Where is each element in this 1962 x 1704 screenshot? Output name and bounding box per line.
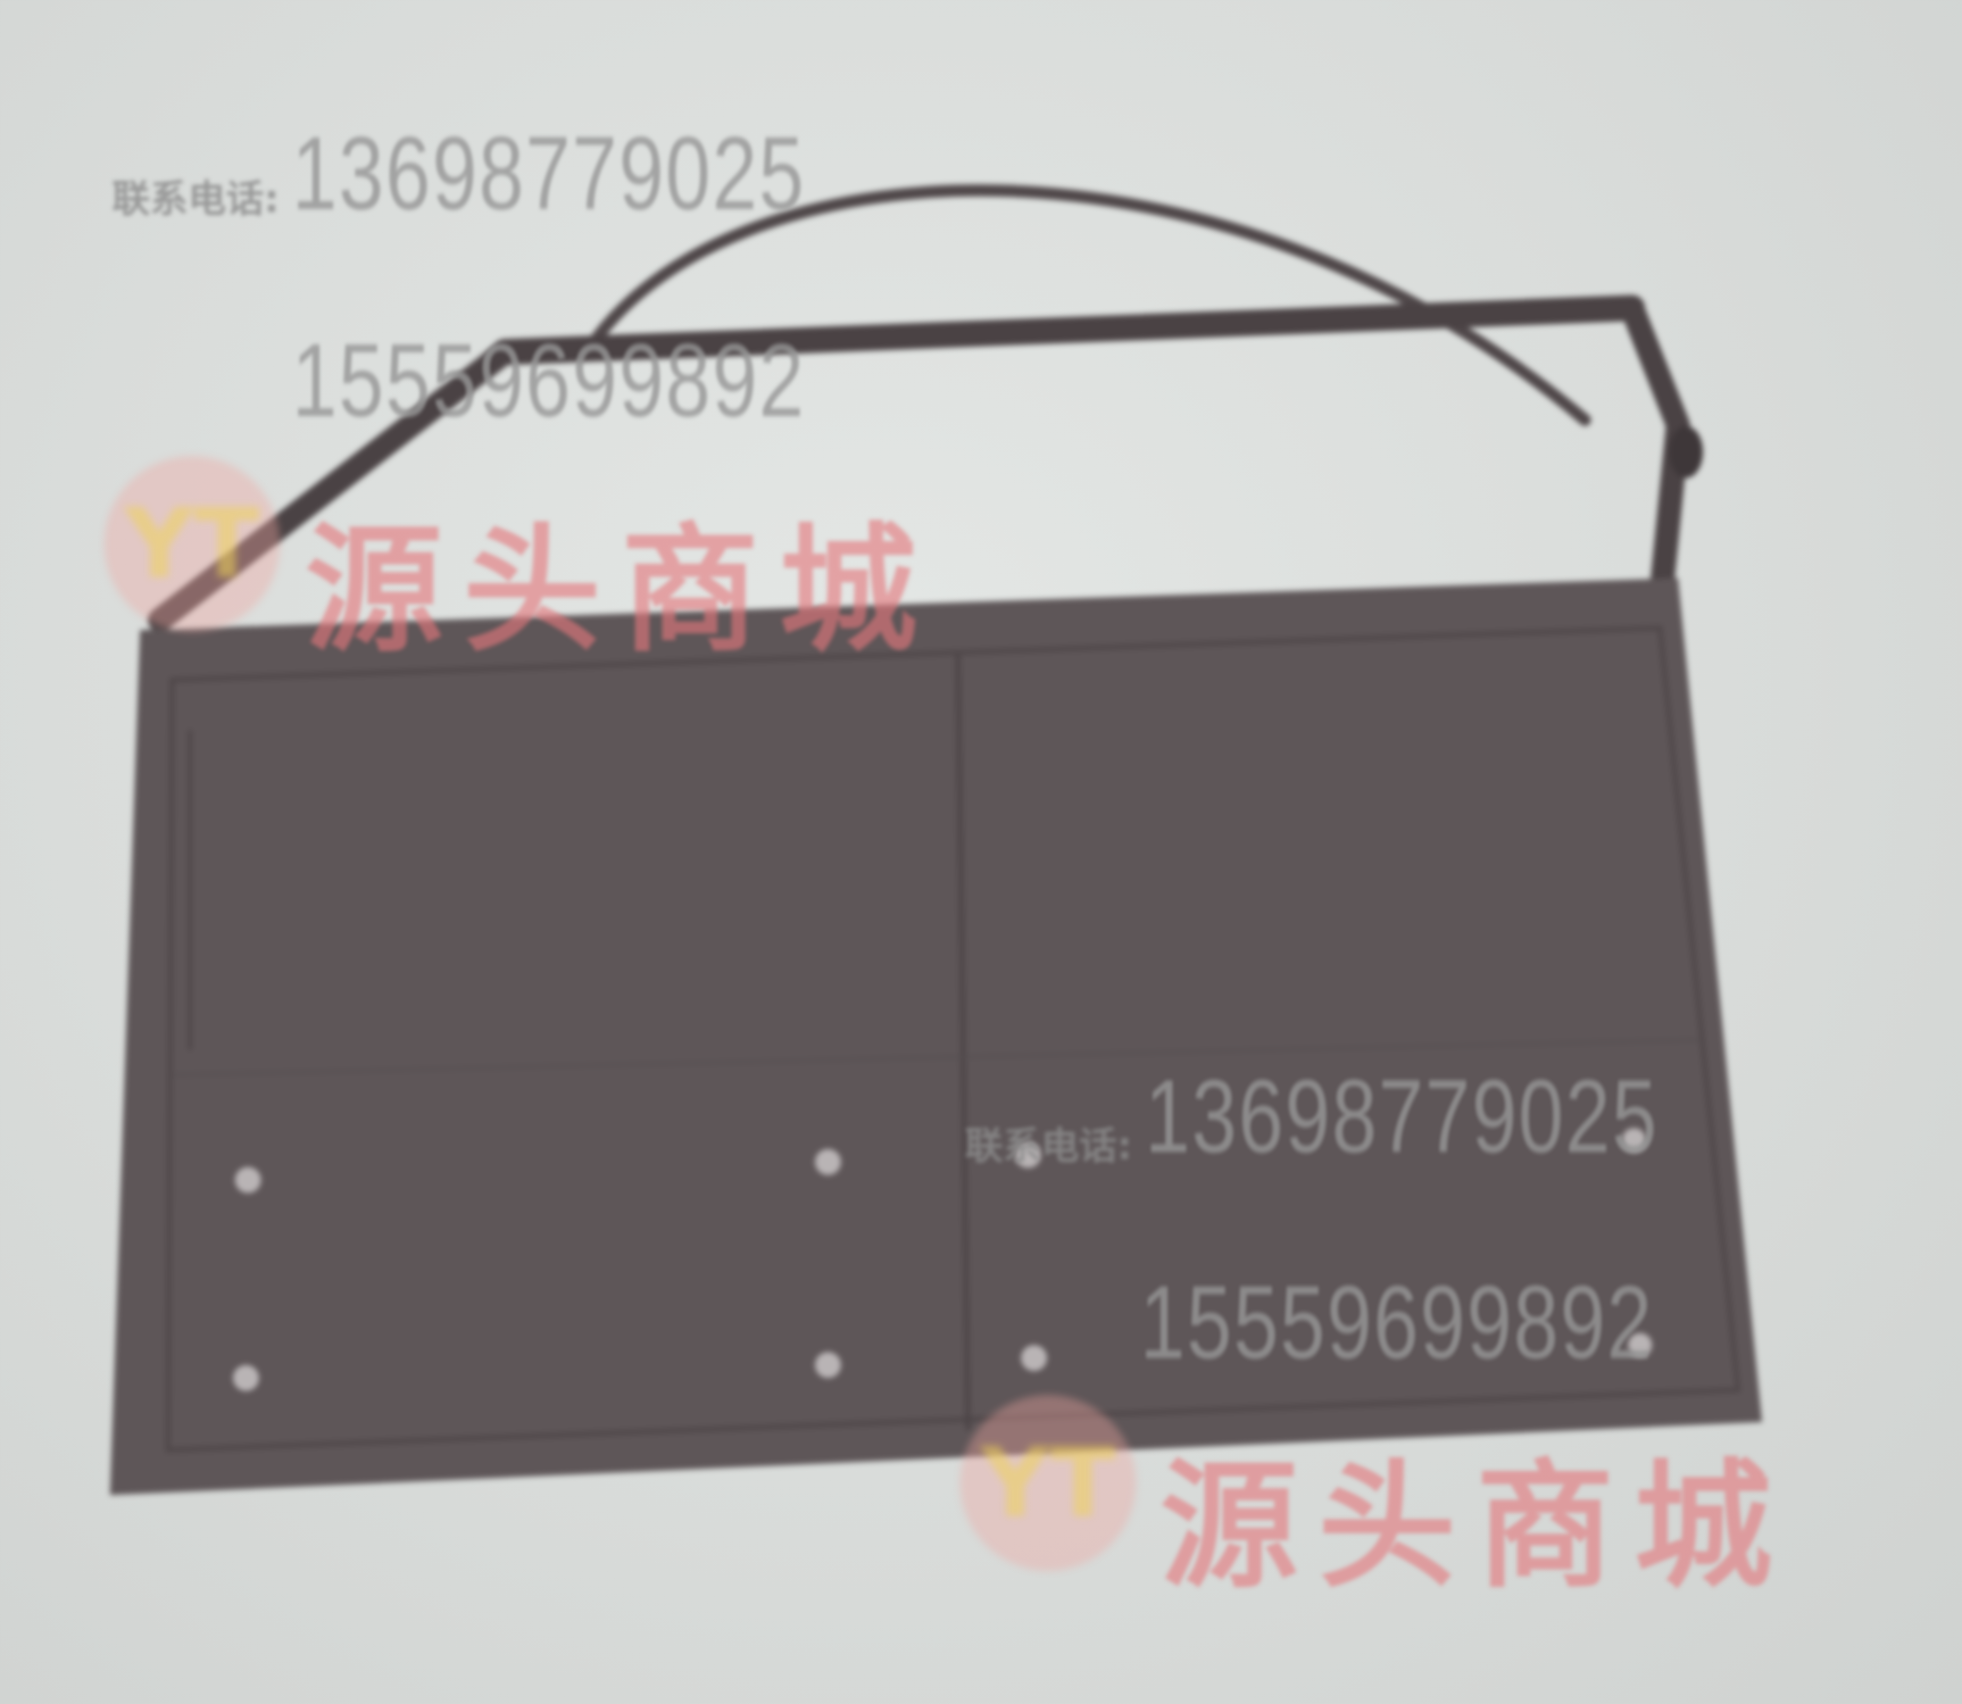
rivet	[235, 1167, 261, 1193]
frame-right-bar	[1620, 296, 1690, 597]
phone-primary-watermark-top: 13698779025	[292, 116, 806, 232]
phone-primary-watermark-bottom: 13698779025	[1145, 1059, 1659, 1175]
brand-logo-watermark-top: YT	[104, 456, 280, 632]
rivet	[1015, 1142, 1041, 1168]
rivet	[1021, 1345, 1047, 1371]
phone-secondary-watermark-bottom: 15559699892	[1140, 1265, 1654, 1381]
frame-left-bar	[148, 340, 517, 632]
phone-label-watermark-bottom: 联系电话:	[965, 1124, 1133, 1168]
phone-label-watermark-top: 联系电话:	[112, 177, 280, 221]
panel-divider-vertical	[955, 654, 971, 1431]
brand-logo-letters: YT	[124, 488, 260, 600]
brand-logo-watermark-bottom: YT	[960, 1395, 1136, 1571]
panel-divider-horizontal	[171, 1038, 1701, 1077]
phone-secondary-watermark-top: 15559699892	[292, 323, 806, 439]
rivets	[233, 1128, 1652, 1391]
brand-logo-letters: YT	[980, 1427, 1116, 1539]
frame-top-bar	[492, 295, 1645, 365]
rivet	[815, 1149, 841, 1175]
brand-name-watermark-top: 源头商城	[305, 510, 938, 671]
brand-name-watermark-bottom: 源头商城	[1160, 1446, 1793, 1607]
main-plate	[110, 578, 1762, 1495]
rivet	[815, 1352, 841, 1378]
rivet	[1628, 1333, 1652, 1357]
rivet	[233, 1365, 259, 1391]
rivet	[1622, 1128, 1646, 1152]
side-knob	[1669, 426, 1703, 478]
plate-inner-border	[165, 625, 1741, 1453]
